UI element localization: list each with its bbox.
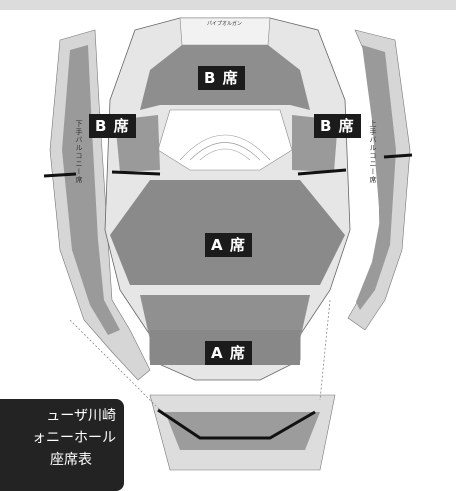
right-edge-strip [430,10,456,491]
divider-right [297,168,347,176]
right-balcony-seats [356,45,396,310]
caption-line-2: ォニーホール [32,430,116,446]
stage-arc-1 [179,134,271,161]
caption-line-3: 座席表 [50,452,92,468]
organ-label: パイプオルガン [207,21,242,27]
zone-label-b-left: B 席 [89,114,136,138]
divider-left [111,170,161,176]
caption-line-1: ューザ川崎 [46,408,116,424]
left-balcony-seats [62,45,120,335]
divider-left-balcony [43,172,77,178]
zone-label-a-lower: A 席 [205,341,252,365]
stage-arc-3 [199,148,251,161]
stage [157,109,293,171]
stage-arc-2 [189,142,261,161]
divider-right-balcony [383,153,413,159]
right-balcony-label: 上手バルコニー席 [369,120,377,184]
zone-label-a-center: A 席 [205,233,252,257]
zone-label-b-right: B 席 [314,114,361,138]
zone-label-b-top: B 席 [198,66,245,90]
caption-box: ューザ川崎 ォニーホール 座席表 [0,399,124,491]
top-band [0,0,456,10]
guide-line-1 [69,319,161,411]
a-lower-block [140,295,310,340]
lower-section-seats [165,412,320,450]
lower-divider [157,408,316,440]
guide-line-2 [319,299,331,401]
left-balcony-label: 下手バルコニー席 [75,120,83,184]
a-center-block [110,180,345,285]
